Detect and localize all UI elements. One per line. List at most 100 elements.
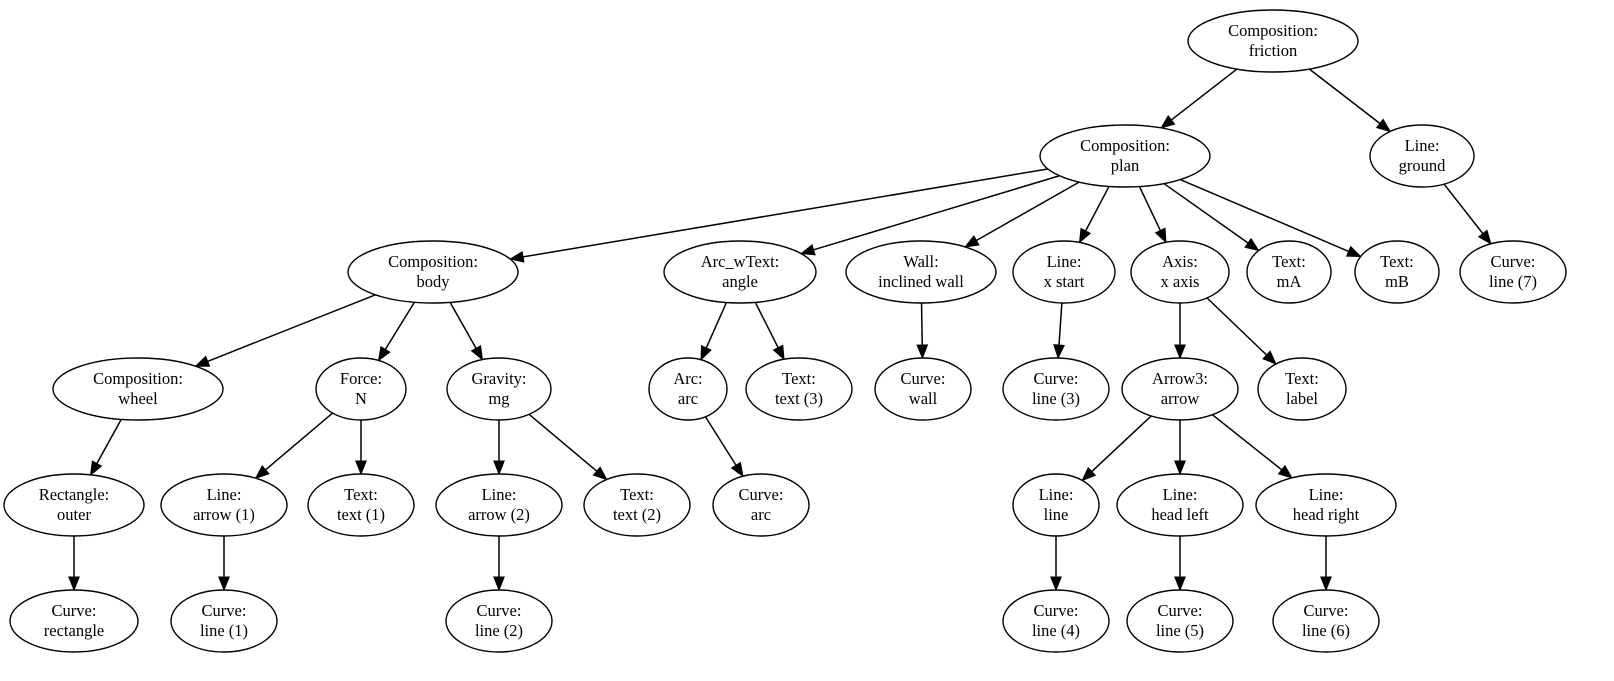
graph-edge [1174, 536, 1186, 592]
node-ellipse[interactable] [3, 473, 145, 537]
node-ellipse[interactable] [347, 240, 519, 304]
node-ellipse[interactable] [874, 357, 972, 421]
node-ellipse[interactable] [1039, 124, 1211, 188]
graph-node-curve-rectangle[interactable]: Curve:rectangle [9, 589, 139, 653]
node-label-type: Text: [344, 485, 378, 504]
graph-node-force-n[interactable]: Force:N [315, 357, 407, 421]
graph-edge [1078, 186, 1110, 244]
node-label-name: friction [1249, 41, 1298, 60]
graph-node-line-arrow-1[interactable]: Line:arrow (1) [160, 473, 288, 537]
arrowhead-icon [1174, 576, 1186, 592]
graph-node-arrow3-arrow[interactable]: Arrow3:arrow [1121, 357, 1239, 421]
edge-line [813, 175, 1060, 251]
graph-edge [1053, 302, 1065, 360]
node-ellipse[interactable] [1126, 589, 1234, 653]
graph-node-text-ma[interactable]: Text:mA [1246, 240, 1332, 304]
node-ellipse[interactable] [315, 357, 407, 421]
node-ellipse[interactable] [1272, 589, 1380, 653]
graph-node-wall-inclined-wall[interactable]: Wall:inclined wall [845, 240, 997, 304]
node-label-name: rectangle [44, 621, 104, 640]
node-label-name: text (1) [337, 505, 385, 524]
node-label-type: Composition: [1228, 21, 1318, 40]
node-ellipse[interactable] [307, 473, 415, 537]
edge-line [265, 412, 334, 471]
node-ellipse[interactable] [170, 589, 278, 653]
graph-node-curve-wall[interactable]: Curve:wall [874, 357, 972, 421]
graph-node-line-arrow-2[interactable]: Line:arrow (2) [435, 473, 563, 537]
node-ellipse[interactable] [1255, 473, 1397, 537]
graph-node-curve-line-2[interactable]: Curve:line (2) [445, 589, 553, 653]
node-label-type: Line: [482, 485, 517, 504]
node-label-type: Wall: [903, 252, 938, 271]
graph-edge [1138, 186, 1167, 244]
node-ellipse[interactable] [1187, 9, 1359, 73]
edge-line [1179, 178, 1349, 253]
graph-node-rectangle-outer[interactable]: Rectangle:outer [3, 473, 145, 537]
graph-edge [704, 416, 744, 478]
graph-node-text-text-2[interactable]: Text:text (2) [583, 473, 691, 537]
edge-line [207, 294, 376, 363]
node-ellipse[interactable] [712, 473, 810, 537]
graph-node-curve-line-7[interactable]: Curve:line (7) [1459, 240, 1567, 304]
graph-node-composition-body[interactable]: Composition:body [347, 240, 519, 304]
node-ellipse[interactable] [1012, 473, 1100, 537]
node-label-type: Curve: [52, 601, 97, 620]
graph-node-text-text-3[interactable]: Text:text (3) [745, 357, 853, 421]
graph-node-curve-line-4[interactable]: Curve:line (4) [1002, 589, 1110, 653]
node-ellipse[interactable] [52, 357, 224, 421]
graph-node-text-mb[interactable]: Text:mB [1354, 240, 1440, 304]
graph-node-line-ground[interactable]: Line:ground [1369, 124, 1475, 188]
node-ellipse[interactable] [663, 240, 817, 304]
node-ellipse[interactable] [1354, 240, 1440, 304]
node-label-name: line (1) [200, 621, 248, 640]
node-label-name: text (2) [613, 505, 661, 524]
graph-node-line-line[interactable]: Line:line [1012, 473, 1100, 537]
graph-node-curve-line-1[interactable]: Curve:line (1) [170, 589, 278, 653]
graph-node-line-x-start[interactable]: Line:x start [1012, 240, 1116, 304]
node-ellipse[interactable] [1246, 240, 1332, 304]
node-ellipse[interactable] [445, 589, 553, 653]
node-ellipse[interactable] [648, 357, 728, 421]
arrowhead-icon [772, 344, 785, 361]
node-ellipse[interactable] [583, 473, 691, 537]
graph-node-composition-plan[interactable]: Composition:plan [1039, 124, 1211, 188]
graph-node-axis-x-axis[interactable]: Axis:x axis [1130, 240, 1230, 304]
graph-node-curve-line-3[interactable]: Curve:line (3) [1002, 357, 1110, 421]
graph-node-curve-line-6[interactable]: Curve:line (6) [1272, 589, 1380, 653]
arrowhead-icon [1154, 227, 1167, 244]
node-ellipse[interactable] [1257, 357, 1347, 421]
graph-node-line-head-left[interactable]: Line:head left [1116, 473, 1244, 537]
edge-line [976, 181, 1080, 242]
arrowhead-icon [592, 466, 608, 481]
node-label-type: Composition: [1080, 136, 1170, 155]
node-ellipse[interactable] [1012, 240, 1116, 304]
graph-node-arc-wtext-angle[interactable]: Arc_wText:angle [663, 240, 817, 304]
graph-node-composition-friction[interactable]: Composition:friction [1187, 9, 1359, 73]
node-ellipse[interactable] [845, 240, 997, 304]
node-ellipse[interactable] [9, 589, 139, 653]
node-ellipse[interactable] [1002, 589, 1110, 653]
graph-node-arc-arc[interactable]: Arc:arc [648, 357, 728, 421]
graph-node-gravity-mg[interactable]: Gravity:mg [446, 357, 552, 421]
graph-node-text-text-1[interactable]: Text:text (1) [307, 473, 415, 537]
arrowhead-icon [218, 576, 230, 592]
graph-node-curve-line-5[interactable]: Curve:line (5) [1126, 589, 1234, 653]
graph-node-text-label[interactable]: Text:label [1257, 357, 1347, 421]
node-ellipse[interactable] [1002, 357, 1110, 421]
node-ellipse[interactable] [160, 473, 288, 537]
graph-node-composition-wheel[interactable]: Composition:wheel [52, 357, 224, 421]
node-ellipse[interactable] [745, 357, 853, 421]
node-ellipse[interactable] [1116, 473, 1244, 537]
node-ellipse[interactable] [1459, 240, 1567, 304]
node-ellipse[interactable] [1130, 240, 1230, 304]
node-ellipse[interactable] [446, 357, 552, 421]
node-ellipse[interactable] [435, 473, 563, 537]
node-label-type: Curve: [1491, 252, 1536, 271]
graph-node-curve-arc[interactable]: Curve:arc [712, 473, 810, 537]
node-label-type: Composition: [388, 252, 478, 271]
node-ellipse[interactable] [1369, 124, 1475, 188]
node-label-name: x start [1044, 272, 1085, 291]
graph-edge [916, 302, 929, 360]
node-ellipse[interactable] [1121, 357, 1239, 421]
graph-node-line-head-right[interactable]: Line:head right [1255, 473, 1397, 537]
